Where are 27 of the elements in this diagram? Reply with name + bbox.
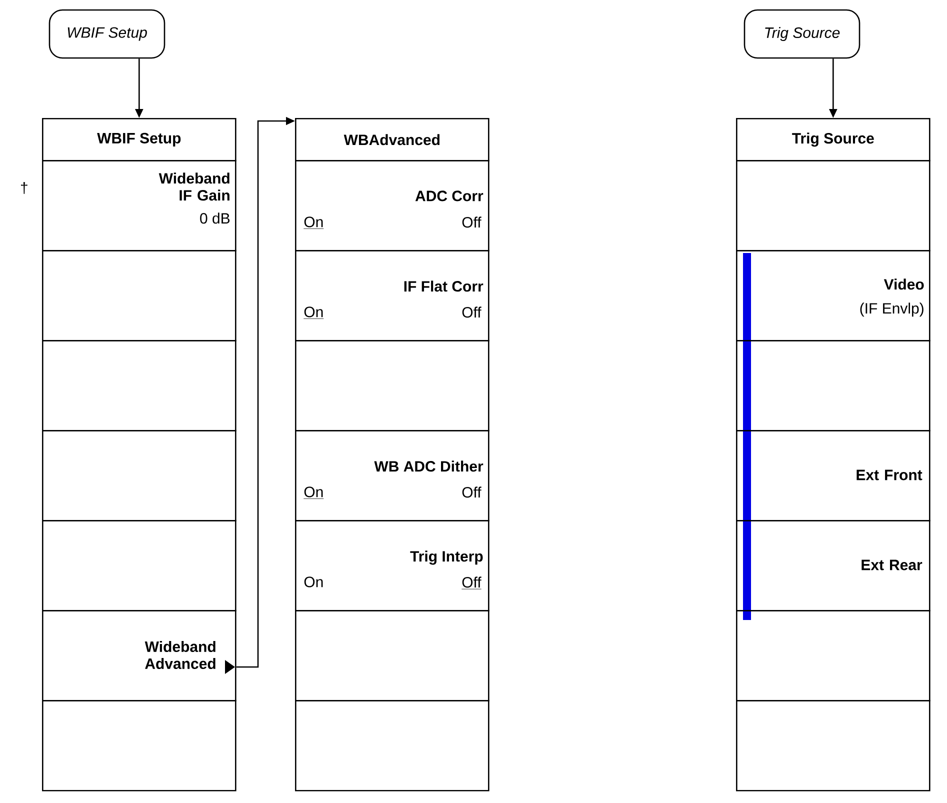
softkey-box	[736, 340, 930, 432]
softkey-box: IF Flat Corr On Off	[295, 250, 490, 342]
softkey-box: Wideband Advanced	[42, 610, 236, 702]
softkey-box	[42, 520, 236, 612]
softkey-box: Video (IF Envlp)	[736, 250, 930, 342]
softkey-box	[295, 700, 490, 792]
softkey-box	[736, 700, 930, 792]
softkey-box: Ext Rear	[736, 520, 930, 612]
footnote-mark: †	[21, 182, 28, 194]
softkey-box: ADC Corr On Off	[295, 160, 490, 252]
menu-header: WBIF Setup	[42, 118, 236, 162]
softkey-box: Ext Front	[736, 430, 930, 522]
softkey-box	[42, 700, 236, 792]
softkey-box	[295, 340, 490, 432]
menu-tab: Trig Source	[744, 9, 860, 59]
softkey-box	[295, 610, 490, 702]
softkey-box	[42, 340, 236, 432]
menu-tab: WBIF Setup	[48, 9, 166, 59]
softkey-box: Trig Interp On Off	[295, 520, 490, 612]
menu-header: Trig Source	[736, 118, 930, 162]
softkey-box	[42, 250, 236, 342]
menu-header: WBAdvanced	[295, 118, 490, 162]
softkey-box: Wideband IF Gain 0 dB	[42, 160, 236, 252]
softkey-box	[736, 160, 930, 252]
softkey-box: WB ADC Dither On Off	[295, 430, 490, 522]
softkey-box	[42, 430, 236, 522]
softkey-box	[736, 610, 930, 702]
